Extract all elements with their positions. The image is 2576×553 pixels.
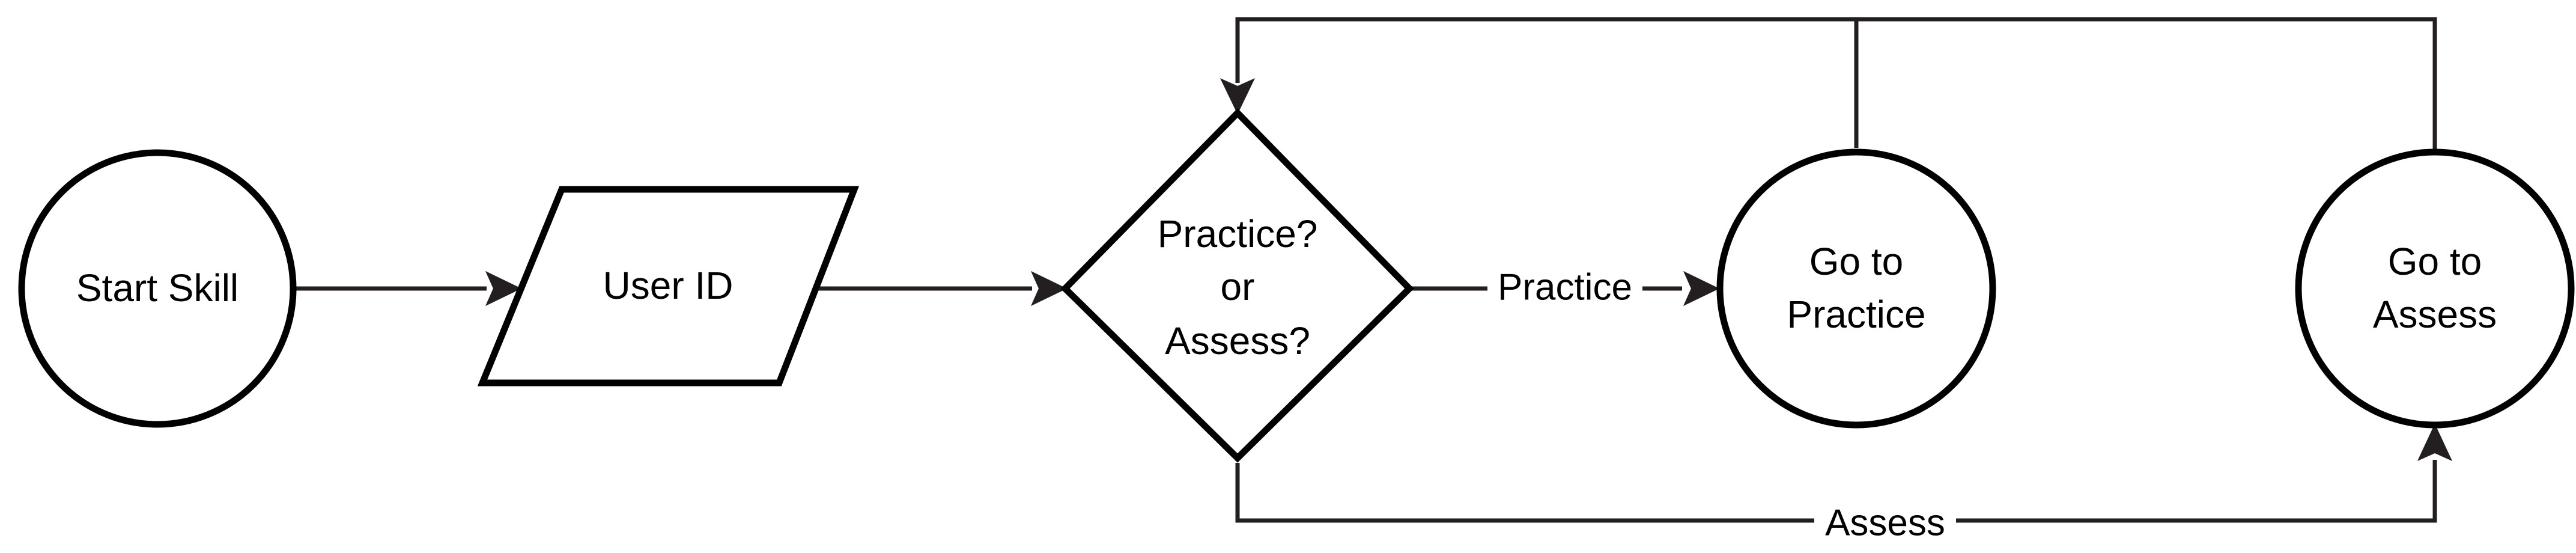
node-start-skill: Start Skill [18, 149, 297, 428]
node-label-line-1: Practice? [1158, 212, 1318, 255]
node-label-line-1: Go to [2388, 240, 2482, 283]
node-label-line-2: Practice [1787, 293, 1925, 336]
node-decision: Practice? or Assess? [1060, 108, 1414, 463]
arrowhead-icon [2417, 423, 2453, 461]
arrowhead-icon [485, 270, 522, 307]
edge-label-assess: Assess [1825, 502, 1945, 543]
node-label-line-2: Assess [2373, 293, 2497, 336]
edge-label-practice: Practice [1498, 266, 1632, 308]
edges: Practice Assess [293, 17, 2453, 553]
arrowhead-icon [1220, 78, 1256, 115]
node-label: Start Skill [76, 266, 238, 310]
arrowhead-icon [1683, 270, 1720, 307]
process-circle [2295, 148, 2575, 429]
edge-line [1235, 17, 2437, 152]
terminal-circle [18, 149, 297, 428]
process-circle [1716, 148, 1996, 429]
input-parallelogram [477, 186, 860, 386]
nodes: Start Skill User ID Practice? or Assess?… [18, 108, 2575, 463]
node-label-line-2: or [1221, 265, 1255, 308]
node-label: User ID [603, 264, 734, 307]
edge-start-to-user-id [293, 270, 522, 307]
node-label-line-3: Assess? [1165, 319, 1310, 362]
node-user-id: User ID [477, 186, 860, 386]
decision-diamond [1060, 108, 1414, 463]
node-go-to-practice: Go to Practice [1716, 148, 1996, 429]
node-go-to-assess: Go to Assess [2295, 148, 2575, 429]
arrowhead-icon [1030, 270, 1068, 307]
edge-practice-loop-back [1235, 17, 1859, 148]
edge-decision-to-assess: Assess [1235, 423, 2453, 553]
edge-line [1235, 17, 1859, 148]
edge-user-id-to-decision [817, 270, 1068, 307]
edge-decision-to-practice: Practice [1412, 264, 1720, 313]
edge-label-background [1814, 503, 1956, 553]
edge-assess-loop-back [1220, 17, 2437, 152]
node-label-line-1: Go to [1809, 240, 1904, 283]
edge-label-background [1487, 264, 1642, 313]
